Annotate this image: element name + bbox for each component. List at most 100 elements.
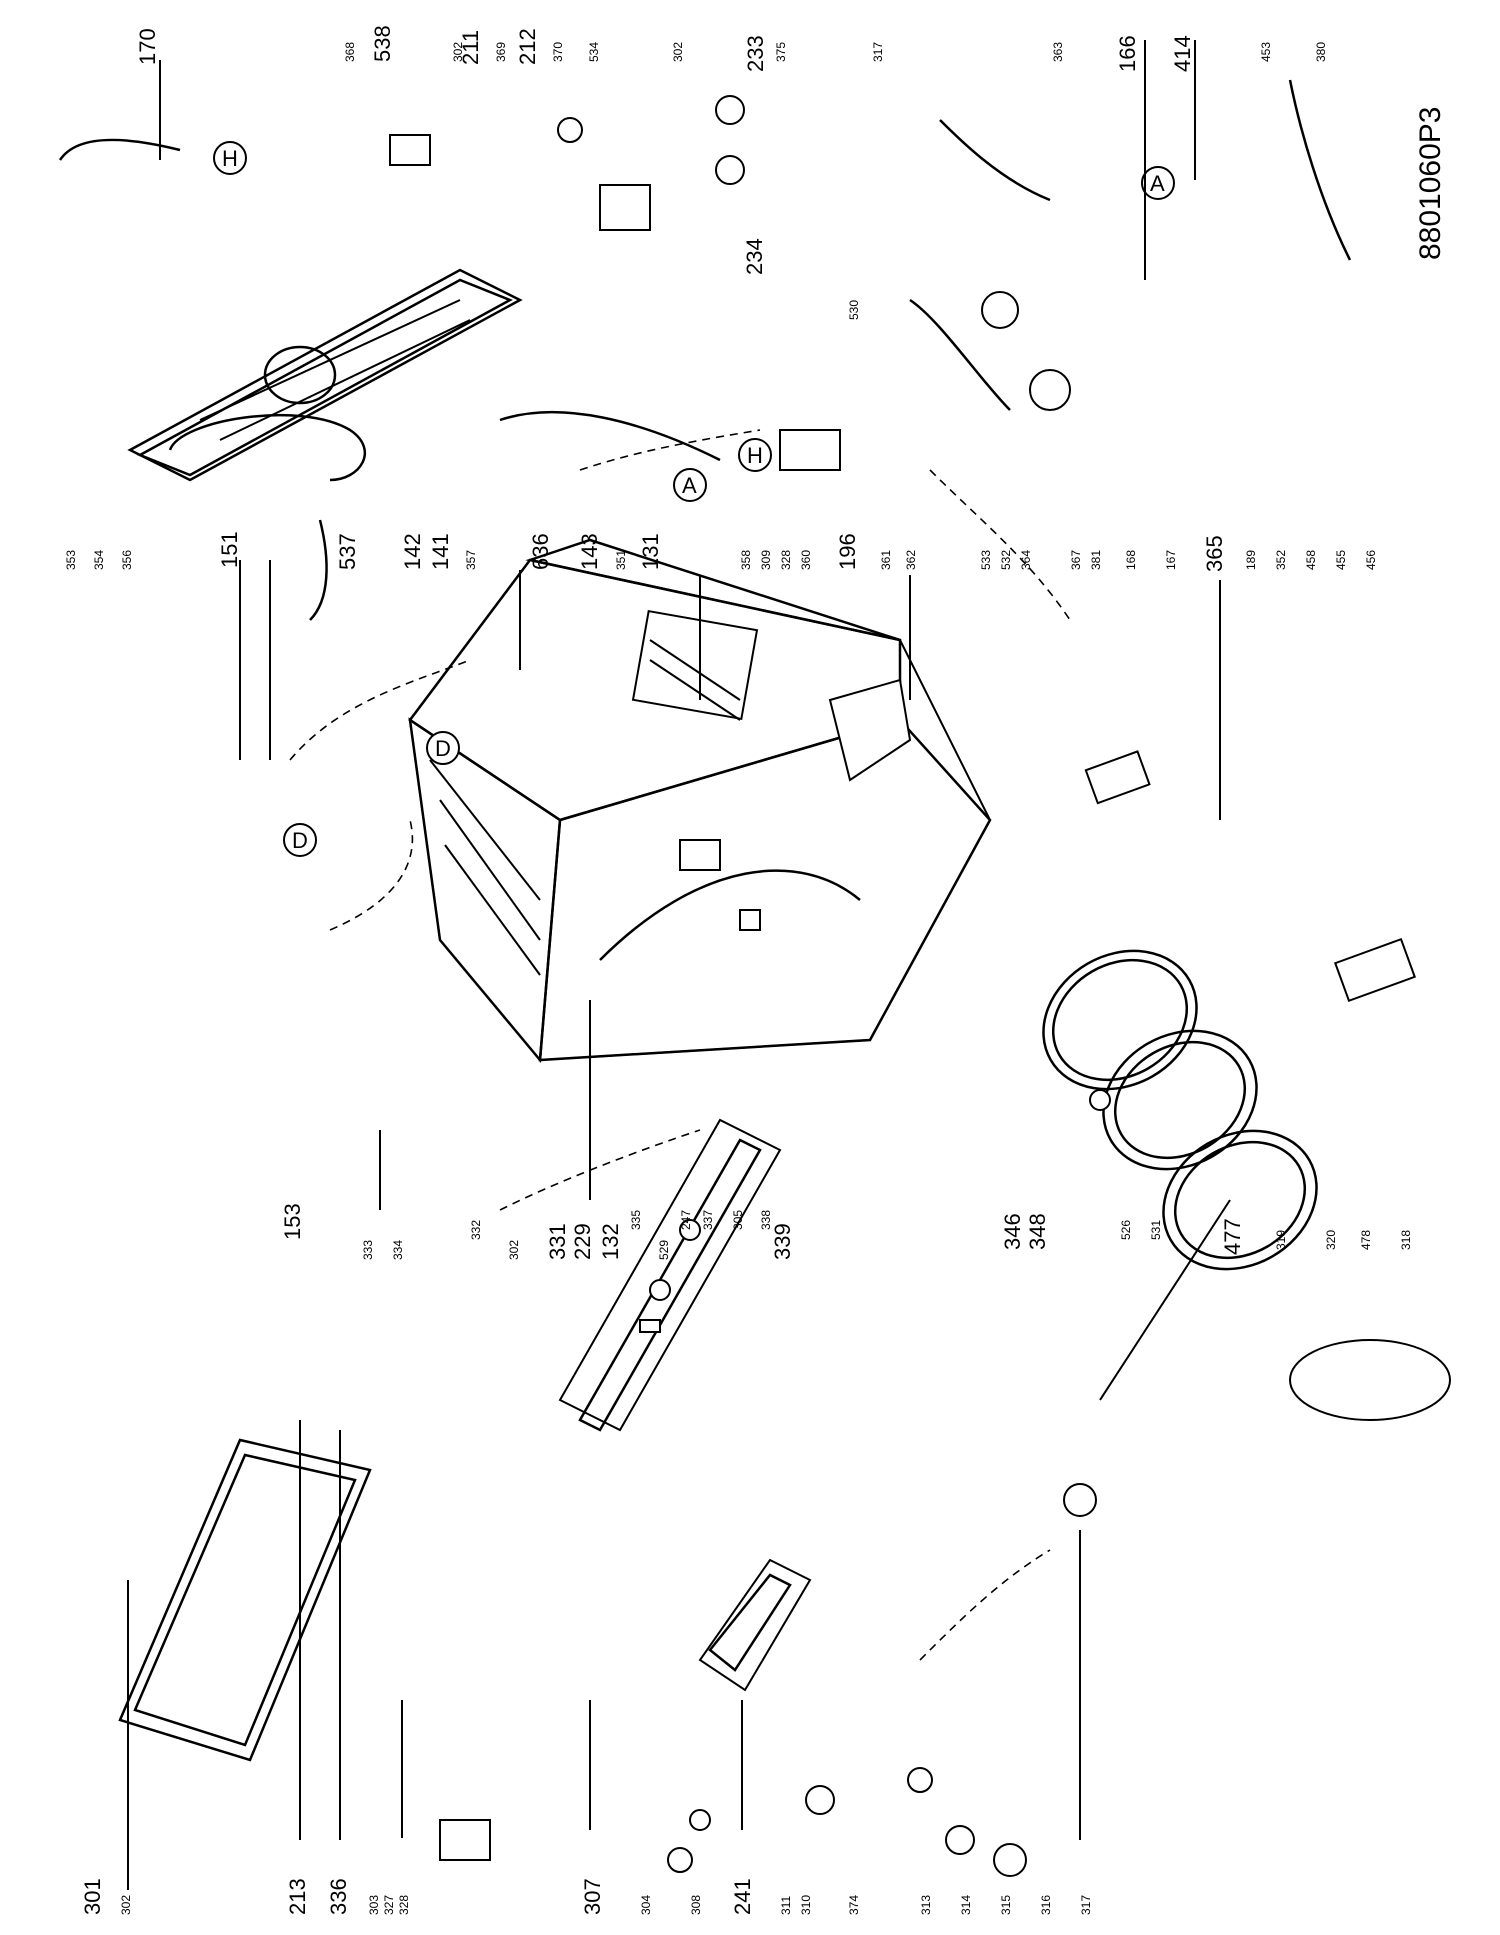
- label-348: 348: [1025, 1213, 1050, 1250]
- label-141: 141: [428, 533, 453, 570]
- label-153: 153: [280, 1203, 305, 1240]
- label-529: 529: [657, 1240, 671, 1260]
- hose-317: [939, 119, 1051, 202]
- label-533: 533: [979, 550, 993, 570]
- label-229: 229: [570, 1223, 595, 1260]
- label-455: 455: [1334, 550, 1348, 570]
- label-369: 369: [494, 42, 508, 62]
- label-132: 132: [598, 1223, 623, 1260]
- leader-lines: [127, 40, 1231, 1890]
- label-356: 356: [120, 550, 134, 570]
- label-531: 531: [1149, 1220, 1163, 1240]
- door-assembly: [1042, 949, 1318, 1271]
- label-167: 167: [1164, 550, 1178, 570]
- label-534: 534: [587, 42, 601, 62]
- label-375: 375: [774, 42, 788, 62]
- label-247: 247: [679, 1210, 693, 1230]
- label-308: 308: [689, 1895, 703, 1915]
- label-532: 532: [999, 550, 1013, 570]
- label-302-b: 302: [507, 1240, 521, 1260]
- label-357: 357: [464, 550, 478, 570]
- label-310: 310: [799, 1895, 813, 1915]
- dashed-connectors: [289, 429, 1071, 1661]
- label-328-b: 328: [779, 550, 793, 570]
- marker-a-1: A: [682, 473, 697, 498]
- label-302-c: 302: [451, 42, 465, 62]
- label-317: 317: [1079, 1895, 1093, 1915]
- label-241: 241: [730, 1878, 755, 1915]
- label-317-b: 317: [871, 42, 885, 62]
- label-233: 233: [743, 35, 768, 72]
- label-361: 361: [879, 550, 893, 570]
- label-316: 316: [1039, 1895, 1053, 1915]
- drawing-id: 8801060P3: [1414, 107, 1447, 261]
- label-367: 367: [1069, 550, 1083, 570]
- hose-636: [499, 410, 721, 462]
- part-labels: 301 302 213 336 303 327 328 307 304 308 …: [64, 25, 1447, 1915]
- label-364: 364: [1019, 550, 1033, 570]
- label-370: 370: [551, 42, 565, 62]
- label-168: 168: [1124, 550, 1138, 570]
- label-334: 334: [391, 1240, 405, 1260]
- label-526: 526: [1119, 1220, 1133, 1240]
- label-530: 530: [847, 300, 861, 320]
- label-351: 351: [614, 550, 628, 570]
- label-212: 212: [515, 28, 540, 65]
- label-211: 211: [458, 30, 483, 65]
- misc-parts: [389, 95, 1451, 1877]
- label-381: 381: [1089, 550, 1103, 570]
- label-331: 331: [545, 1223, 570, 1260]
- label-337: 337: [701, 1210, 715, 1230]
- label-478: 478: [1359, 1230, 1373, 1250]
- circle-markers: H H A A D D: [213, 141, 1175, 857]
- label-303: 303: [367, 1895, 381, 1915]
- label-363: 363: [1051, 42, 1065, 62]
- label-311: 311: [779, 1896, 793, 1915]
- label-338: 338: [759, 1210, 773, 1230]
- label-320: 320: [1324, 1230, 1338, 1250]
- marker-d-1: D: [435, 736, 451, 761]
- label-333: 333: [361, 1240, 375, 1260]
- label-456: 456: [1364, 550, 1378, 570]
- label-336: 336: [326, 1878, 351, 1915]
- label-189: 189: [1244, 550, 1258, 570]
- label-380: 380: [1314, 42, 1328, 62]
- label-315: 315: [999, 1895, 1013, 1915]
- label-304: 304: [639, 1895, 653, 1915]
- label-453: 453: [1259, 42, 1273, 62]
- marker-d-2: D: [292, 828, 308, 853]
- label-636: 636: [528, 533, 553, 570]
- label-305: 305: [731, 1210, 745, 1230]
- label-365: 365: [1202, 535, 1227, 572]
- label-314: 314: [959, 1895, 973, 1915]
- label-318: 318: [1399, 1230, 1413, 1250]
- label-234: 234: [742, 238, 767, 275]
- label-332: 332: [469, 1220, 483, 1240]
- label-301: 301: [80, 1878, 105, 1915]
- label-354: 354: [92, 550, 106, 570]
- detergent-drawer: [698, 1558, 812, 1692]
- label-458: 458: [1304, 550, 1318, 570]
- inlet-hose-170: [58, 138, 181, 161]
- drawing-art: H H A A D D: [58, 40, 1451, 1890]
- label-352: 352: [1274, 550, 1288, 570]
- drain-hose-537: [309, 519, 328, 621]
- label-151: 151: [217, 531, 242, 568]
- label-538: 538: [370, 25, 395, 62]
- marker-h-1: H: [222, 146, 238, 171]
- label-368: 368: [343, 42, 357, 62]
- label-362: 362: [904, 550, 918, 570]
- hose-533: [909, 298, 1011, 411]
- label-302-d: 302: [671, 42, 685, 62]
- back-panel: [127, 268, 523, 482]
- label-319: 319: [1274, 1230, 1288, 1250]
- label-196: 196: [835, 533, 860, 570]
- label-339: 339: [770, 1223, 795, 1260]
- label-309: 309: [759, 550, 773, 570]
- label-353: 353: [64, 550, 78, 570]
- hose-414: [1288, 79, 1352, 261]
- marker-a-2: A: [1150, 171, 1165, 196]
- inlet-hose-151: [168, 413, 367, 482]
- label-358: 358: [739, 550, 753, 570]
